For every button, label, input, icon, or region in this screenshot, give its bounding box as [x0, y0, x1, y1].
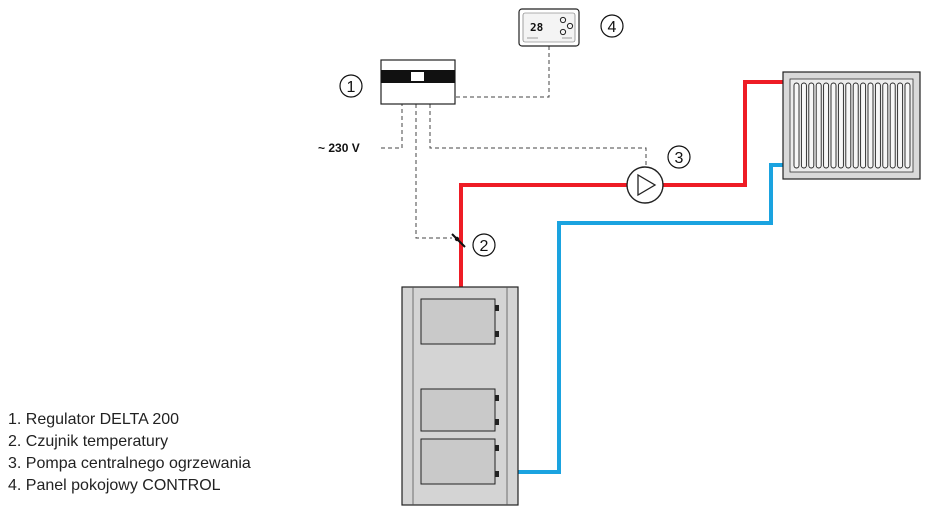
- legend-item: 1. Regulator DELTA 200: [8, 411, 179, 428]
- regulator-unit: [380, 59, 456, 105]
- callout-2-number: 2: [480, 238, 489, 255]
- boiler-door-top: [420, 298, 499, 345]
- pump-icon: [626, 166, 664, 204]
- radiator-fin: [904, 82, 911, 169]
- radiator-fins: [793, 82, 911, 169]
- radiator-fin: [882, 82, 889, 169]
- boiler-unit: [401, 286, 519, 506]
- callout-4-number: 4: [608, 19, 617, 36]
- control-wiring: [381, 46, 647, 239]
- panel-button-icon: [566, 22, 574, 30]
- radiator-fin: [867, 82, 874, 169]
- legend-item: 3. Pompa centralnego ogrzewania: [8, 455, 251, 472]
- radiator-fin: [815, 82, 822, 169]
- legend-item: 4. Panel pokojowy CONTROL: [8, 477, 221, 494]
- wire-panel-to-regulator: [455, 46, 550, 98]
- callout-1: 1: [339, 74, 363, 98]
- callout-3-number: 3: [675, 150, 684, 167]
- return-pipe: [518, 163, 783, 474]
- radiator-fin: [860, 82, 867, 169]
- panel-button-icon: [559, 16, 567, 24]
- room-panel-unit: 28: [518, 8, 580, 47]
- legend: 1. Regulator DELTA 200 2. Czujnik temper…: [8, 411, 251, 494]
- boiler-door-bottom: [420, 438, 499, 485]
- radiator-fin: [845, 82, 852, 169]
- temperature-sensor-icon: [451, 233, 466, 248]
- wire-sensor: [415, 104, 452, 239]
- voltage-label: ~ 230 V: [318, 141, 360, 155]
- radiator-fin: [852, 82, 859, 169]
- radiator-fin: [874, 82, 881, 169]
- callout-4: 4: [600, 14, 624, 38]
- radiator-unit: [782, 71, 921, 180]
- panel-button-icon: [559, 28, 567, 36]
- legend-item: 2. Czujnik temperatury: [8, 433, 168, 450]
- radiator-fin: [793, 82, 800, 169]
- radiator-fin: [823, 82, 830, 169]
- radiator-fin: [808, 82, 815, 169]
- boiler-door-middle: [420, 388, 499, 432]
- wire-power-supply: [381, 104, 403, 149]
- radiator-fin: [837, 82, 844, 169]
- radiator-fin: [800, 82, 807, 169]
- radiator-fin: [889, 82, 896, 169]
- callout-3: 3: [667, 145, 691, 169]
- wire-pump: [429, 104, 647, 170]
- supply-pipe: [459, 80, 783, 287]
- callout-1-number: 1: [347, 79, 356, 96]
- callout-2: 2: [472, 233, 496, 257]
- radiator-fin: [830, 82, 837, 169]
- radiator-fin: [897, 82, 904, 169]
- panel-display-value: 28: [530, 21, 543, 34]
